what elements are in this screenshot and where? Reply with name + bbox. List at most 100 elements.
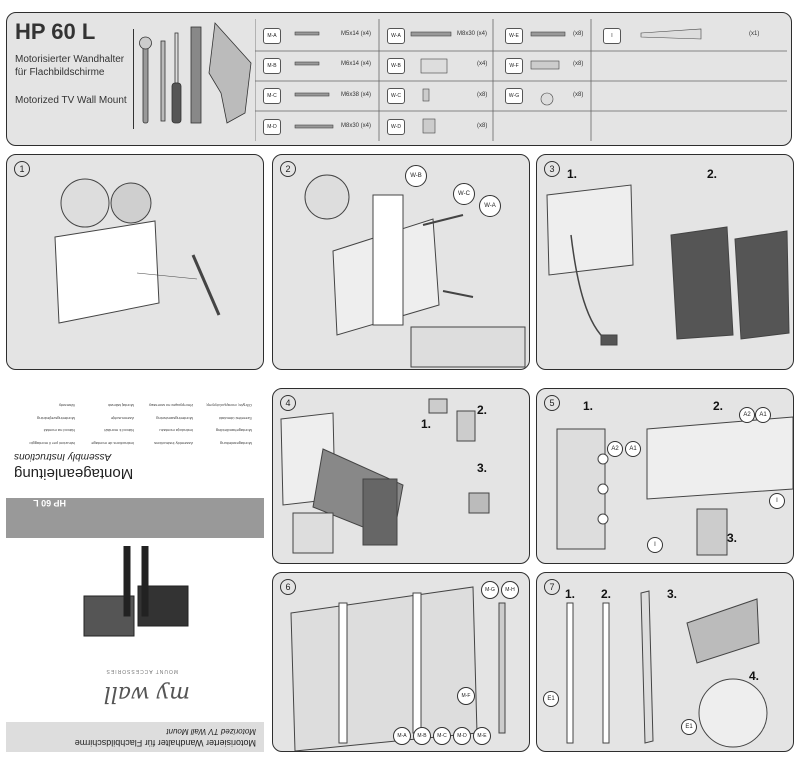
- substep-label: 1.: [421, 417, 432, 431]
- step-number: 5: [544, 395, 560, 411]
- part-spec-m-a: M5x14 (x4): [341, 31, 372, 37]
- callout-a1: A1: [625, 441, 641, 457]
- screw-m5x14: [294, 31, 320, 36]
- tv-bracket-right: [412, 592, 422, 734]
- callout-w-a: W-A: [479, 195, 501, 217]
- substep-label: 4.: [749, 669, 760, 683]
- callout-i: I: [769, 493, 785, 509]
- brand-logo: my wall: [103, 681, 190, 706]
- step-5-panel: 5 1. 2. 3. A2 A1 A2 A1 I I: [536, 388, 794, 564]
- tv-side: [640, 590, 654, 744]
- wall-plug: [530, 60, 560, 70]
- callout-i: I: [647, 537, 663, 553]
- brick-wall-icon: [304, 174, 350, 220]
- cover-subtitle: Assembly Instructions: [14, 451, 112, 462]
- part-tag-m-a: M-A: [263, 28, 281, 44]
- language-item: Montagehandleiding: [215, 428, 252, 434]
- step-2-panel: 2 W-B W-C W-A: [272, 154, 530, 370]
- step-3-illustration: [546, 184, 790, 346]
- callout-m-a: M-A: [393, 727, 411, 745]
- remote-control-icon: [456, 410, 476, 442]
- substep-label: 3.: [667, 587, 678, 601]
- substep-label: 2.: [601, 587, 612, 601]
- bracket-rail-1: [566, 602, 574, 744]
- part-tag-m-c: M-C: [263, 88, 281, 104]
- wrench-head: [139, 36, 152, 50]
- bolt-a2-lower: [597, 483, 609, 495]
- product-title: HP 60 L: [15, 19, 96, 44]
- step-number: 1: [14, 161, 30, 177]
- tv-bracket: [362, 478, 398, 546]
- step-6-panel: 6 M-G M-H M-F M-A M-B M-C M-D M-E: [272, 572, 530, 752]
- language-item: Istruzioni per il montaggio: [29, 441, 75, 446]
- callout-a2: A2: [607, 441, 623, 457]
- cover-model: HP 60 L: [33, 498, 66, 508]
- step-number: 3: [544, 161, 560, 177]
- step-2-illustration: [304, 174, 526, 368]
- language-item: Monteringsvejledning: [37, 416, 75, 421]
- warning-inset: [292, 512, 334, 554]
- spirit-level-icon: [190, 26, 202, 124]
- part-spec-w-f: (x8): [573, 61, 584, 67]
- bolt-a2-bottom: [597, 513, 609, 525]
- cover-left: [670, 226, 734, 340]
- screwdriver-shaft: [174, 32, 179, 84]
- spacer: [422, 88, 430, 102]
- warning-inset: [410, 326, 526, 368]
- part-tag-m-d: M-D: [263, 119, 281, 135]
- callout-m-h: M-H: [501, 581, 519, 599]
- product-subtitle-en: Motorized TV Wall Mount: [15, 95, 127, 106]
- substep-label: 1.: [565, 587, 576, 601]
- part-tag-i: I: [603, 28, 621, 44]
- language-item: Instrukcja montażu: [159, 428, 193, 434]
- side-profile: [498, 602, 506, 734]
- brick-wall-icon: [60, 178, 110, 228]
- pencil-icon: [160, 40, 166, 122]
- callout-w-c: W-C: [453, 183, 475, 205]
- step-number: 2: [280, 161, 296, 177]
- screwdriver-handle: [171, 82, 182, 124]
- part-spec-w-d: (x8): [477, 123, 488, 129]
- language-item: Οδηγίες συναρμολόγησης: [206, 403, 252, 409]
- wall-plate: [54, 220, 160, 324]
- tv-bracket-left: [338, 602, 348, 744]
- bracket-rail-2: [602, 602, 610, 744]
- block: [422, 118, 436, 134]
- parts-grid: M-A M-B M-C M-D M5x14 (x4) M6x14 (x4) M6…: [255, 19, 787, 141]
- substep-label: 2.: [707, 167, 718, 181]
- language-list: Montageanleitung Assembly Instructions I…: [16, 396, 252, 447]
- cover-piece: [696, 508, 728, 556]
- part-spec-w-a: M8x30 (x4): [457, 31, 488, 37]
- part-spec-m-b: M6x14 (x4): [341, 61, 372, 67]
- cover-right: [734, 230, 790, 340]
- callout-m-b: M-B: [413, 727, 431, 745]
- screw-m6x38: [294, 92, 330, 97]
- step-1-illustration: [54, 178, 221, 324]
- substep-label: 3.: [727, 531, 738, 545]
- product-subtitle-de: Motorisierter Wandhalter für Flachbildsc…: [15, 54, 125, 78]
- language-item: Montageanleitung: [220, 441, 252, 446]
- mount-arm: [372, 194, 404, 326]
- tv-bracket-front: [646, 416, 793, 500]
- brand-tag: MOUNT ACCESSORIES: [105, 668, 178, 674]
- substep-label: 2.: [713, 399, 724, 413]
- callout-m-c: M-C: [433, 727, 451, 745]
- step-number: 4: [280, 395, 296, 411]
- substep-label: 3.: [477, 461, 488, 475]
- part-spec-i: (x1): [749, 31, 760, 37]
- mount-arm-assembled: [686, 598, 760, 664]
- plate-washer: [420, 58, 448, 74]
- cover-rotated: Motorisierter Wandhalter für Flachbildsc…: [6, 390, 264, 752]
- wall-plate: [546, 184, 634, 276]
- bolt-lower: [442, 290, 474, 298]
- step-3-panel: 3 1. 2.: [536, 154, 794, 370]
- part-tag-m-b: M-B: [263, 58, 281, 74]
- callout-a2: A2: [739, 407, 755, 423]
- step-4-illustration: [280, 398, 490, 554]
- cover-footer-de: Motorisierter Wandhalter für Flachbildsc…: [74, 738, 256, 748]
- callout-m-e: M-E: [473, 727, 491, 745]
- part-tag-w-e: W-E: [505, 28, 523, 44]
- language-item: Návod k montáži: [104, 428, 134, 434]
- part-spec-m-c: M6x38 (x4): [341, 92, 372, 98]
- language-item: Montaj talimatı: [107, 403, 134, 409]
